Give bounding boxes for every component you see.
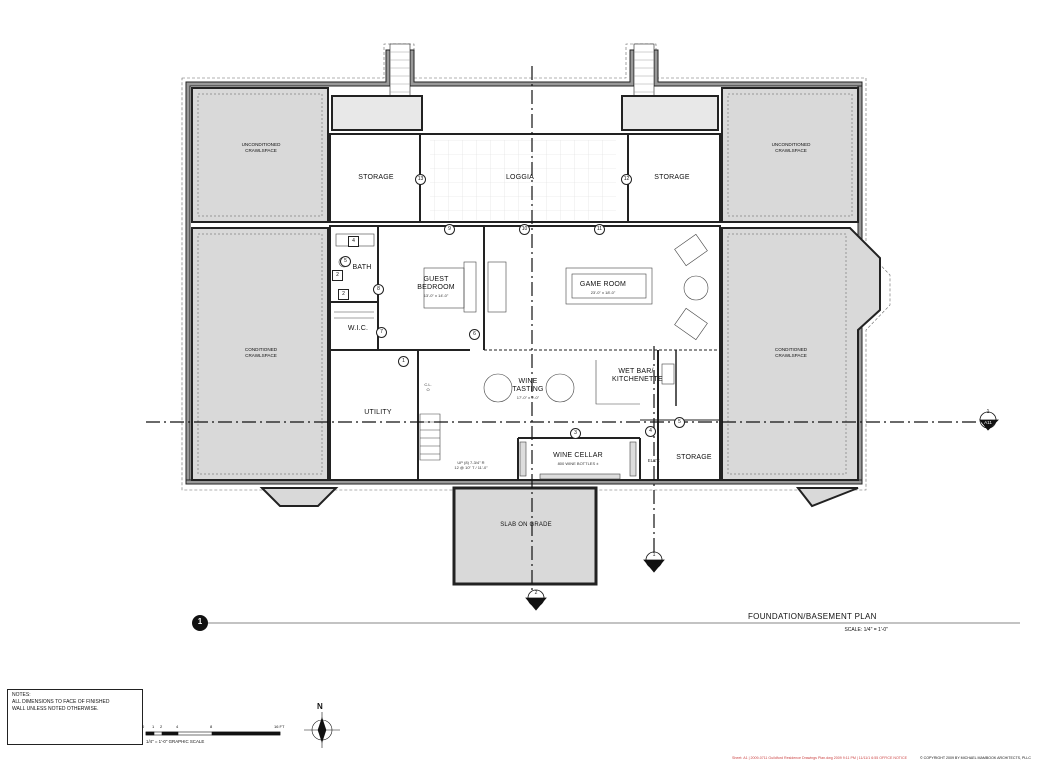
conditioned-crawlspace-left xyxy=(191,227,329,481)
notes-heading: NOTES: xyxy=(12,692,31,698)
exterior-stairs xyxy=(331,43,719,131)
wet-bar-label: WET BAR/KITCHENETTE xyxy=(612,368,663,383)
unconditioned-crawlspace-right xyxy=(721,87,859,223)
scale-tick: 0 xyxy=(142,724,145,729)
loggia-paving xyxy=(430,140,616,220)
door-tag: 1 xyxy=(398,356,409,367)
notes-line: WALL UNLESS NOTED OTHERWISE. xyxy=(12,706,99,712)
copyright: © COPYRIGHT 2009 BY MICHAEL MAMBOOK ARCH… xyxy=(920,756,1032,760)
north-label: N xyxy=(317,702,323,711)
closet-label: C.L.O xyxy=(424,382,432,392)
section-marker-bottom-sheet: A10 xyxy=(531,598,541,603)
bath-label: BATH xyxy=(352,264,372,271)
pool-table xyxy=(565,267,653,305)
loggia-label: LOGGIA xyxy=(505,174,535,181)
door-tag: 3 xyxy=(570,428,581,439)
unconditioned-crawlspace-left xyxy=(191,87,329,223)
guest-bedroom-size: 13'-0" x 14'-0" xyxy=(423,293,449,298)
section-marker-bottom-num: 2 xyxy=(534,590,538,596)
graphic-scale xyxy=(145,731,281,736)
scale-tick: 16 FT xyxy=(274,724,285,729)
storage-bottom-label: STORAGE xyxy=(676,454,712,461)
door-tag: 9 xyxy=(444,224,455,235)
window-tag: 2 xyxy=(332,270,343,281)
furniture xyxy=(334,233,709,480)
notes-line: ALL DIMENSIONS TO FACE OF FINISHED xyxy=(12,699,110,705)
drawing-number-bubble xyxy=(192,615,208,631)
scale-tick: 1 xyxy=(152,724,155,729)
slab-on-grade xyxy=(452,486,598,586)
utility-label: UTILITY xyxy=(364,409,392,416)
interior-walls xyxy=(329,133,721,481)
door-tag: 11 xyxy=(594,224,605,235)
wic-label: W.I.C. xyxy=(347,325,369,332)
door-tag: 10 xyxy=(519,224,530,235)
stair-note: UP (8) 7-3/4" R xyxy=(457,460,485,465)
door-tag: 4 xyxy=(645,426,656,437)
plan-title: FOUNDATION/BASEMENT PLAN xyxy=(748,612,877,621)
north-arrow xyxy=(304,712,340,748)
door-tag: 8 xyxy=(373,284,384,295)
plan-scale: SCALE: 1/4" = 1'-0" xyxy=(844,627,888,633)
conditioned-crawlspace-right xyxy=(721,227,881,481)
drawing-number: 1 xyxy=(197,617,203,626)
door-tag: 5 xyxy=(340,256,351,267)
game-room-size: 23'-0" x 18'-0" xyxy=(590,290,616,295)
window-tag: 2 xyxy=(338,289,349,300)
door-tag: 6 xyxy=(469,329,480,340)
graphic-scale-label: 1/4" = 1'-0" GRAPHIC SCALE xyxy=(146,739,205,744)
scale-tick: 4 xyxy=(176,724,179,729)
stair-note-2: 12 @ 10" T / 11'-0" xyxy=(454,465,488,470)
wine-tasting-size: 17'-0" x 9'-0" xyxy=(516,395,540,400)
slab-on-grade-label: SLAB ON GRADE xyxy=(500,522,552,528)
door-tag: 5 xyxy=(674,417,685,428)
section-marker-right-sheet: A11 xyxy=(984,420,992,425)
section-marker-right-num: 1 xyxy=(986,409,990,415)
file-path: Sheet: A1 | 2009-0711 Guildford Residenc… xyxy=(732,756,907,760)
window-tag: 4 xyxy=(348,236,359,247)
section-marker-br-sheet: A10 xyxy=(649,560,659,565)
game-room-label: GAME ROOM xyxy=(579,281,627,288)
door-tag: 7 xyxy=(376,327,387,338)
section-lines xyxy=(146,66,984,592)
door-tag: 13 xyxy=(415,174,426,185)
wine-cellar-label: WINE CELLAR xyxy=(553,452,603,459)
elevator-label: ELEV. xyxy=(647,458,661,463)
storage-right-label: STORAGE xyxy=(654,174,690,181)
scale-tick: 8 xyxy=(210,724,213,729)
crawlspaces xyxy=(191,87,881,586)
door-tag: 12 xyxy=(621,174,632,185)
section-markers xyxy=(525,411,999,611)
storage-left-label: STORAGE xyxy=(358,174,394,181)
scale-tick: 2 xyxy=(160,724,163,729)
notes-box: NOTES: ALL DIMENSIONS TO FACE OF FINISHE… xyxy=(7,689,143,745)
section-marker-br-num: 1 xyxy=(652,552,656,558)
wine-cellar-sub: 800 WINE BOTTLES ± xyxy=(557,461,599,466)
